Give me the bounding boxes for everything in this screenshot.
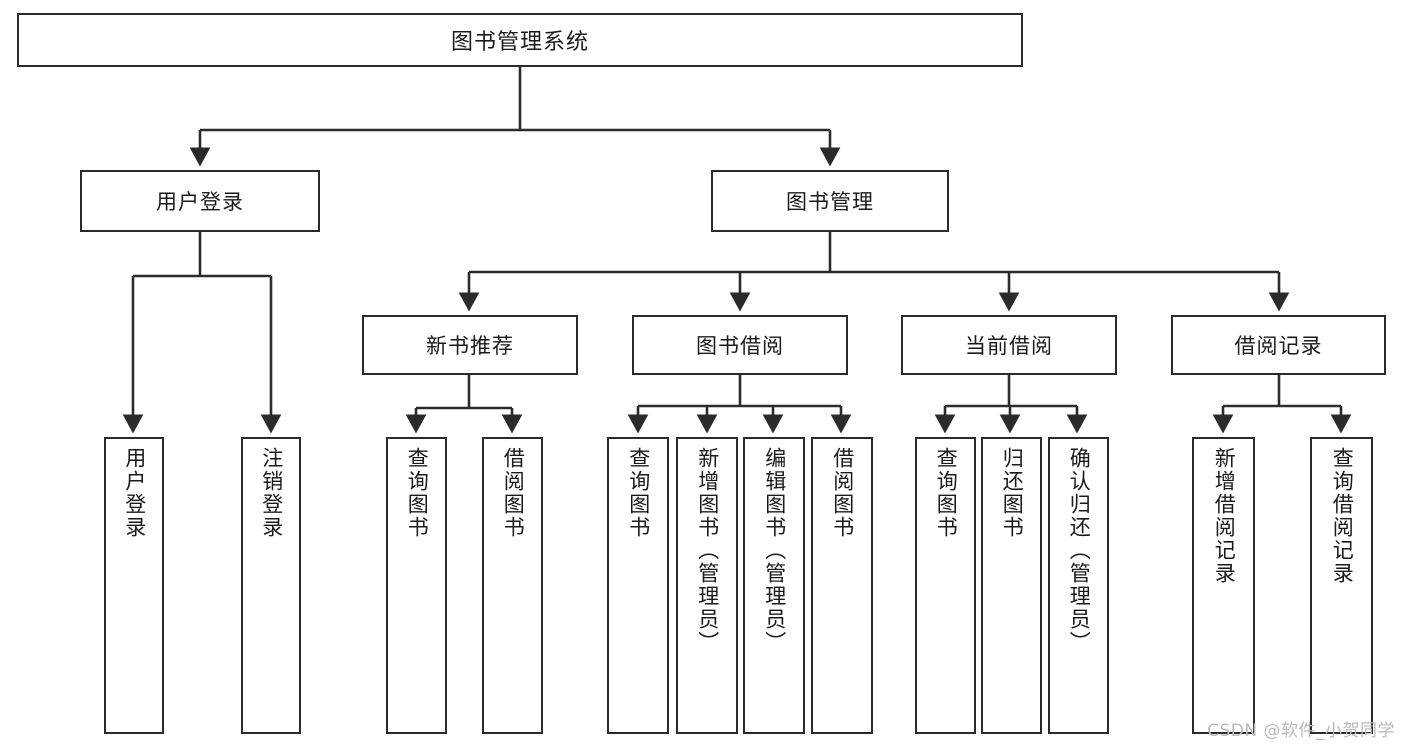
leaf-new-book-borrow-books[interactable]: 借阅图书 [482,437,543,734]
node-label: 图书借阅 [696,334,784,358]
node-root-book-management-system[interactable]: 图书管理系统 [17,13,1023,67]
leaf-records-add-borrow-record[interactable]: 新增借阅记录 [1192,437,1255,734]
leaf-user-login-login[interactable]: 用户登录 [104,437,164,734]
watermark-text: CSDN @软件_小贺同学 [1207,721,1395,741]
node-current-borrowing[interactable]: 当前借阅 [901,315,1117,375]
node-book-management[interactable]: 图书管理 [711,170,949,232]
node-label: 借阅记录 [1234,334,1323,358]
node-label: 图书管理 [786,190,874,214]
leaf-current-confirm-return-admin[interactable]: 确认归还（管理员） [1048,437,1109,734]
node-book-borrowing[interactable]: 图书借阅 [632,315,848,375]
node-label: 当前借阅 [965,334,1053,358]
node-new-book-recommendation[interactable]: 新书推荐 [362,315,578,375]
node-label: 借阅图书 [830,447,855,539]
node-label: 查询图书 [934,447,959,539]
node-label: 图书管理系统 [450,30,589,55]
leaf-borrow-edit-book-admin[interactable]: 编辑图书（管理员） [743,437,805,734]
node-label: 查询图书 [626,447,651,539]
node-label: 新增借阅记录 [1212,447,1237,585]
node-label: 新增图书（管理员） [695,447,720,654]
node-label: 查询图书 [405,447,430,539]
node-borrow-records[interactable]: 借阅记录 [1171,315,1386,375]
node-label: 编辑图书（管理员） [762,447,787,654]
leaf-new-book-query-books[interactable]: 查询图书 [386,437,447,734]
leaf-borrow-borrow-books[interactable]: 借阅图书 [811,437,873,734]
leaf-records-query-borrow-record[interactable]: 查询借阅记录 [1310,437,1373,734]
node-user-login[interactable]: 用户登录 [80,170,320,232]
node-label: 用户登录 [122,447,147,539]
leaf-borrow-add-book-admin[interactable]: 新增图书（管理员） [676,437,738,734]
node-label: 确认归还（管理员） [1067,447,1092,654]
node-label: 用户登录 [156,190,244,214]
node-label: 查询借阅记录 [1330,447,1355,585]
node-label: 借阅图书 [501,447,526,539]
leaf-current-return-books[interactable]: 归还图书 [981,437,1042,734]
node-label: 新书推荐 [426,334,514,358]
node-label: 注销登录 [259,447,284,539]
node-label: 归还图书 [1000,447,1025,539]
leaf-borrow-query-books[interactable]: 查询图书 [607,437,669,734]
leaf-user-login-logout[interactable]: 注销登录 [241,437,301,734]
leaf-current-query-books[interactable]: 查询图书 [915,437,976,734]
